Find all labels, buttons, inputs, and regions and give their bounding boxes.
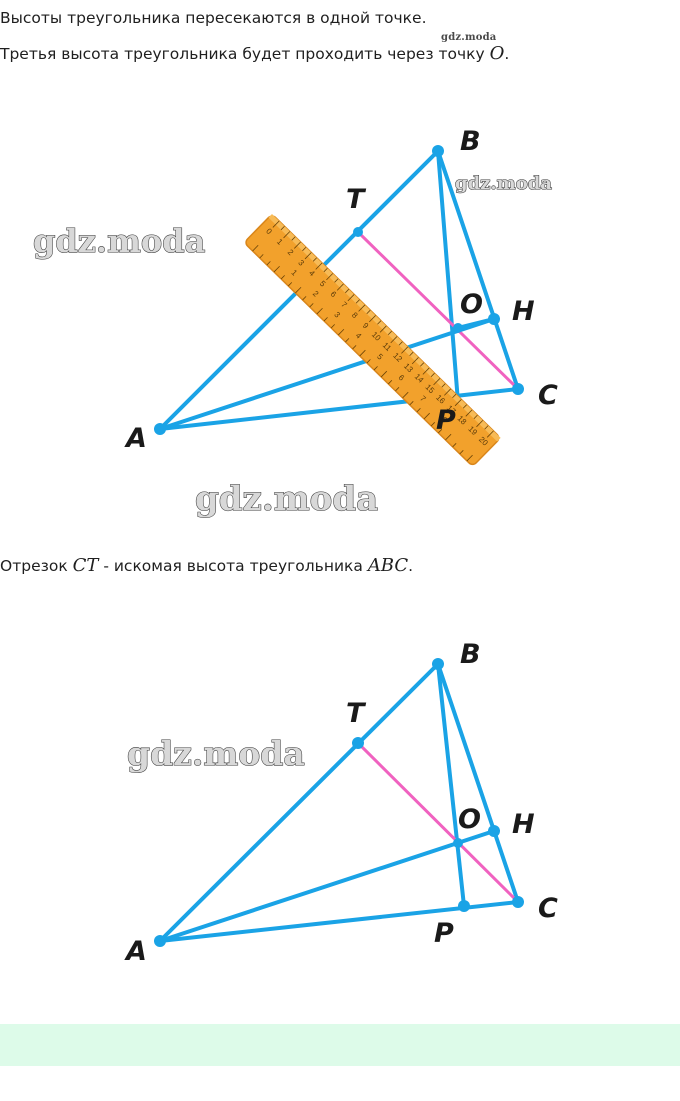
watermark-large: gdz.moda: [195, 479, 378, 519]
ruler-ticks-bottom: [252, 244, 473, 462]
label-h: H: [512, 296, 535, 327]
vertex-c: [512, 896, 524, 908]
triangle-2-vertices: [154, 658, 524, 947]
watermark-large: gdz.moda: [33, 222, 205, 260]
footer-banner: [0, 1024, 680, 1066]
vertex-b: [432, 658, 444, 670]
label-p: P: [434, 918, 454, 949]
ruler-number: 8: [439, 415, 449, 425]
math-abc: ABC: [367, 555, 409, 576]
point-t: [352, 737, 364, 749]
watermark-medium: gdz.moda: [455, 173, 552, 194]
label-c: C: [538, 893, 558, 924]
statement-altitudes: Высоты треугольника пересекаются в одной…: [0, 8, 427, 28]
ruler-number: 3: [296, 258, 306, 268]
math-point-o: O: [489, 43, 505, 64]
statement-text: - искомая высота треугольника: [98, 557, 368, 575]
label-c: C: [538, 380, 558, 411]
label-b: B: [460, 639, 481, 670]
statement-text: Отрезок: [0, 557, 73, 575]
vertex-a: [154, 423, 166, 435]
figure-1: gdz.moda gdz.moda: [32, 126, 558, 520]
point-h: [488, 825, 500, 837]
watermark-large: gdz.moda: [127, 734, 305, 773]
label-o: O: [458, 804, 481, 835]
ruler-number: 1: [275, 237, 285, 247]
label-o: O: [460, 289, 483, 320]
label-a: A: [124, 936, 147, 967]
statement-text: Третья высота треугольника будет проходи…: [0, 45, 490, 63]
altitude-ah: [158, 829, 496, 943]
altitude-bp: [436, 662, 466, 908]
point-o: [453, 838, 463, 848]
label-t: T: [346, 184, 367, 215]
point-o: [453, 323, 463, 333]
side-ac: [158, 900, 520, 943]
ruler-number: 6: [329, 290, 339, 300]
math-ct: CT: [72, 555, 99, 576]
ruler-ticks-top: [272, 220, 494, 438]
label-t: T: [346, 698, 367, 729]
point-t: [353, 227, 363, 237]
vertex-a: [154, 935, 166, 947]
ruler-number: 9: [361, 321, 371, 331]
ruler-number: 7: [418, 394, 428, 404]
figure-2: gdz.moda A B C T O H P: [124, 639, 558, 967]
vertex-b: [432, 145, 444, 157]
statement-punct: .: [408, 557, 414, 575]
ruler-body: [245, 215, 500, 466]
side-ab: [158, 662, 440, 943]
altitude-ct-2: [356, 741, 520, 904]
ruler-number: 4: [307, 269, 317, 279]
label-b: B: [460, 126, 481, 157]
statement-third-altitude: Третья высота треугольника будет проходи…: [0, 44, 509, 64]
ruler-number: 5: [318, 279, 328, 289]
statement-punct: .: [504, 45, 510, 63]
point-h: [488, 313, 500, 325]
ruler-number: 8: [350, 311, 360, 321]
label-p: P: [436, 405, 456, 436]
ruler-number: 0: [264, 227, 274, 237]
vertex-c: [512, 383, 524, 395]
ruler-number: 6: [397, 373, 407, 383]
ruler-number: 2: [311, 289, 321, 299]
altitude-ct-1: [356, 230, 520, 391]
ruler-number: 4: [354, 331, 364, 341]
ruler-number: 5: [375, 352, 385, 362]
label-h: H: [512, 809, 535, 840]
side-bc: [436, 662, 520, 904]
ruler-number: 7: [339, 300, 349, 310]
altitude-ah: [158, 317, 496, 431]
ruler-number: 3: [332, 310, 342, 320]
label-a: A: [124, 423, 147, 454]
statement-text: Высоты треугольника пересекаются в одной…: [0, 9, 427, 27]
ruler-number: 2: [286, 248, 296, 258]
triangle-2-segments: [158, 662, 520, 943]
triangle-1-vertices: [154, 145, 524, 435]
ruler-number: 1: [289, 268, 299, 278]
segment-oh: [456, 317, 496, 330]
altitude-bp: [436, 149, 460, 404]
side-bc: [436, 149, 520, 391]
watermark-small: gdz.moda: [441, 32, 497, 43]
point-p: [458, 900, 470, 912]
statement-segment-ct: Отрезок CT - искомая высота треугольника…: [0, 556, 413, 576]
